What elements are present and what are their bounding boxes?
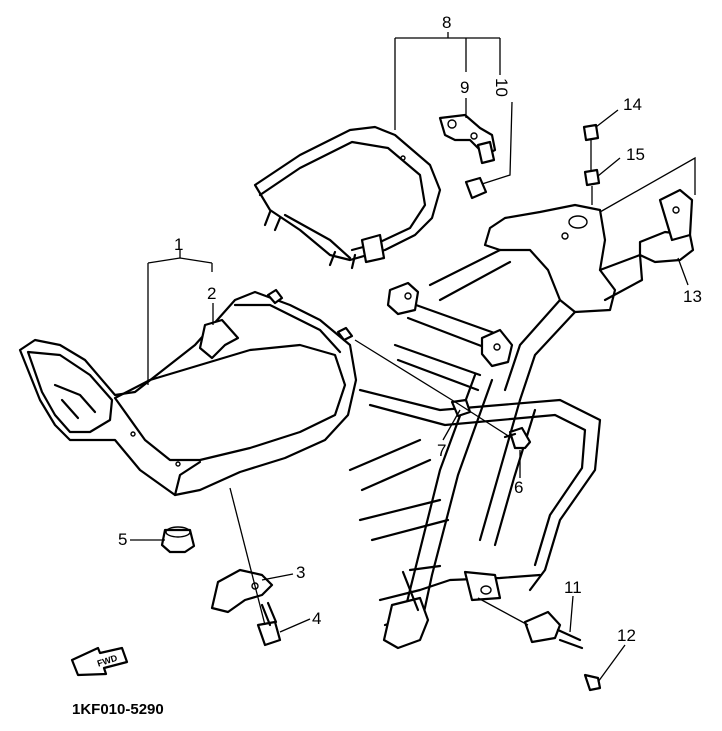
callout-11: 11	[564, 578, 582, 597]
pillion-seat-bracket	[438, 113, 497, 165]
callout-6: 6	[514, 478, 523, 497]
seat-bracket	[210, 568, 274, 614]
callout-8: 8	[442, 13, 451, 32]
diagram-code: 1KF010-5290	[72, 701, 164, 718]
callout-2: 2	[207, 284, 216, 303]
forward-arrow-icon	[70, 646, 129, 677]
callout-10: 10	[492, 78, 511, 97]
callout-12: 12	[617, 626, 636, 645]
collar-15	[583, 168, 601, 187]
pillion-seat	[253, 125, 442, 270]
main-seat	[18, 288, 358, 497]
callout-14: 14	[623, 95, 642, 114]
screw-12	[583, 673, 602, 692]
callout-4: 4	[312, 609, 321, 628]
callout-9: 9	[460, 78, 469, 97]
callout-3: 3	[296, 563, 305, 582]
seat-lock-bracket	[638, 188, 695, 264]
leader-lines	[70, 32, 696, 683]
callout-labels: 1 2 3 4 5 6 7 8 9 10 11 12 13 14 15 FWD …	[72, 13, 702, 718]
bolt-4	[256, 601, 282, 647]
damper-5	[160, 526, 196, 554]
callout-15: 15	[626, 145, 645, 164]
bolt-6	[503, 426, 532, 450]
bolt-14	[582, 123, 600, 142]
callout-13: 13	[683, 287, 702, 306]
seat-plate	[198, 318, 240, 360]
damper-10	[464, 176, 488, 200]
callout-7: 7	[437, 441, 446, 460]
frame	[348, 203, 644, 650]
seat-lock-switch	[523, 610, 584, 650]
callout-1: 1	[174, 235, 183, 254]
callout-5: 5	[118, 530, 127, 549]
